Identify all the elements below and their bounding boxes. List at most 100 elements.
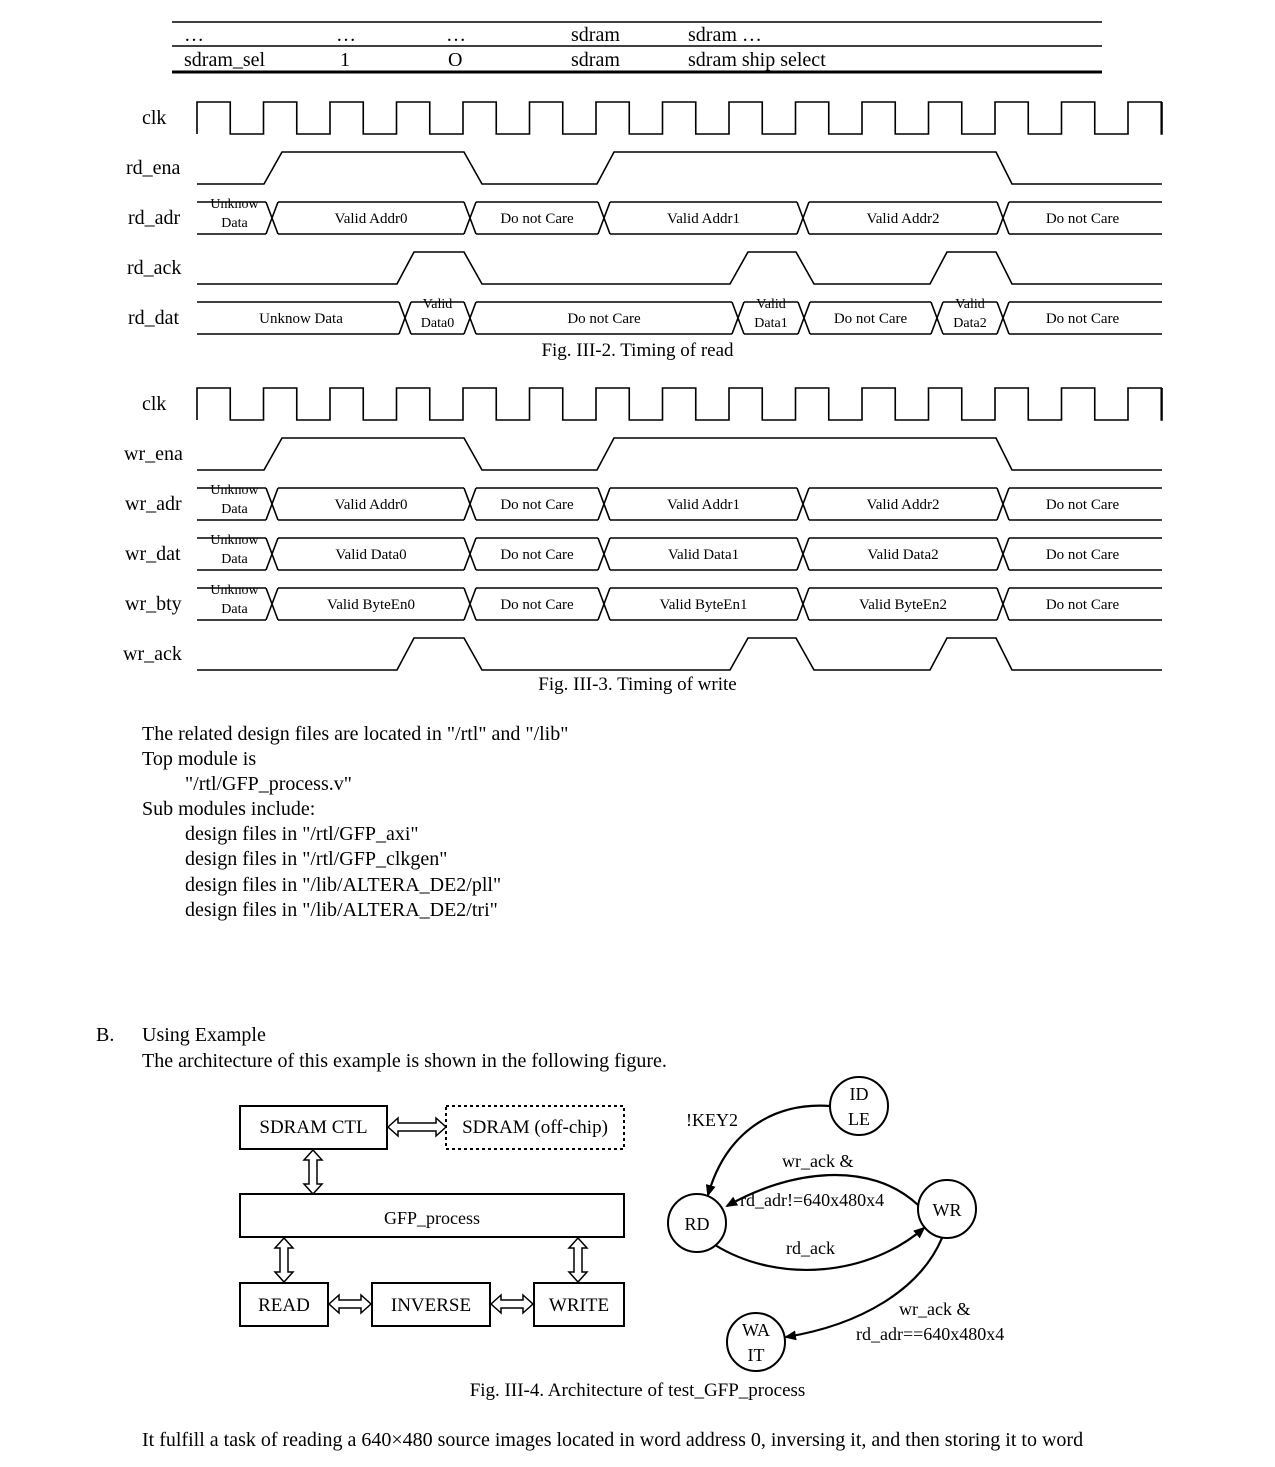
transition-label: wr_ack &: [899, 1299, 971, 1319]
state-wait-label: WA: [742, 1320, 770, 1340]
transition-label: rd_adr==640x480x4: [856, 1324, 1005, 1344]
bus-label: Data: [221, 552, 248, 567]
bus-label: Valid: [423, 297, 453, 312]
bus-label: Unknow: [210, 197, 259, 212]
signal-waveform: [197, 251, 1162, 285]
bus-label: Valid Data0: [335, 547, 406, 563]
bus-segment: [943, 301, 997, 335]
signal-name: wr_adr: [125, 493, 182, 515]
bus-crossover: [398, 301, 412, 335]
bus-crossover: [463, 537, 477, 571]
bus-label: Valid Data2: [867, 547, 938, 563]
signal-name: wr_bty: [125, 593, 182, 615]
bus-crossover: [597, 487, 611, 521]
bus-label: Valid Data1: [668, 547, 739, 563]
bus-label: Valid ByteEn0: [327, 597, 415, 613]
bus-label: Unknow: [210, 583, 259, 598]
bus-crossover: [265, 487, 279, 521]
body-text: design files in "/rtl/GFP_axi": [185, 823, 419, 845]
bus-segment: [476, 537, 598, 571]
bus-label: Valid Addr0: [335, 211, 408, 227]
bus-label: Unknow: [210, 533, 259, 548]
bus-crossover: [463, 487, 477, 521]
bus-segment: [278, 201, 464, 235]
bus-segment: [278, 587, 464, 621]
table-cell: 1: [340, 49, 350, 71]
bus-segment: [197, 587, 266, 621]
state-wait-label: IT: [747, 1345, 765, 1365]
bus-crossover: [796, 587, 810, 621]
body-text: design files in "/lib/ALTERA_DE2/pll": [185, 874, 502, 896]
gfp-label: GFP_process: [383, 1208, 480, 1228]
bus-crossover: [996, 487, 1010, 521]
bus-label: Valid Addr1: [667, 211, 740, 227]
bus-segment: [1009, 201, 1162, 235]
table-cell: …: [184, 24, 204, 46]
bus-label: Data: [221, 216, 248, 231]
bus-label: Do not Care: [834, 311, 908, 327]
body-text: It fulfill a task of reading a 640×480 s…: [142, 1429, 1084, 1451]
section-title: Using Example: [142, 1024, 266, 1046]
figure-caption: Fig. III-2. Timing of read: [541, 340, 734, 361]
bus-crossover: [265, 587, 279, 621]
bus-label: Valid ByteEn1: [660, 597, 748, 613]
bus-crossover: [463, 201, 477, 235]
bus-crossover: [996, 301, 1010, 335]
signal-name: wr_ena: [124, 443, 183, 465]
body-text: design files in "/rtl/GFP_clkgen": [185, 848, 448, 870]
bus-label: Do not Care: [1046, 211, 1120, 227]
table-cell: sdram_sel: [184, 49, 266, 71]
table-cell: sdram …: [688, 24, 762, 46]
bus-segment: [197, 301, 399, 335]
inverse-label: INVERSE: [390, 1295, 472, 1316]
sdram-label: SDRAM (off-chip): [462, 1117, 608, 1138]
table-cell: …: [336, 24, 356, 46]
table-cell: sdram: [571, 49, 620, 71]
bus-segment: [476, 587, 598, 621]
signal-name: clk: [142, 393, 167, 415]
body-text: design files in "/lib/ALTERA_DE2/tri": [185, 899, 498, 921]
bus-crossover: [597, 587, 611, 621]
bus-label: Valid: [756, 297, 786, 312]
transition-label: !KEY2: [686, 1110, 738, 1130]
figure-caption: Fig. III-3. Timing of write: [538, 674, 737, 695]
bus-segment: [476, 301, 732, 335]
state-rd-label: RD: [684, 1214, 710, 1234]
signal-name: wr_ack: [123, 643, 182, 665]
bus-label: Do not Care: [1046, 547, 1120, 563]
bus-label: Do not Care: [500, 497, 574, 513]
body-text: The architecture of this example is show…: [142, 1050, 667, 1072]
bus-segment: [810, 301, 931, 335]
bus-label: Do not Care: [500, 597, 574, 613]
bus-segment: [1009, 537, 1162, 571]
signal-name: clk: [142, 107, 167, 129]
bus-segment: [197, 537, 266, 571]
bus-crossover: [996, 201, 1010, 235]
bus-segment: [411, 301, 464, 335]
bus-segment: [278, 537, 464, 571]
bus-label: Data: [221, 502, 248, 517]
table-cell: sdram: [571, 24, 620, 46]
bus-label: Valid Addr1: [667, 497, 740, 513]
signal-waveform: [197, 637, 1162, 671]
bus-segment: [809, 201, 997, 235]
clock-waveform: [196, 387, 1163, 421]
bus-label: Valid Addr2: [867, 211, 940, 227]
table-cell: sdram ship select: [688, 49, 826, 71]
signal-name: rd_ena: [126, 157, 181, 179]
bus-label: Do not Care: [1046, 311, 1120, 327]
bus-segment: [278, 487, 464, 521]
body-text: Sub modules include:: [142, 798, 316, 820]
bus-segment: [809, 537, 997, 571]
bus-label: Data1: [754, 316, 787, 331]
body-text: The related design files are located in …: [142, 723, 569, 745]
bus-segment: [476, 201, 598, 235]
body-text: "/rtl/GFP_process.v": [185, 773, 352, 795]
bus-label: Valid: [955, 297, 985, 312]
bus-segment: [610, 537, 797, 571]
sdram-ctl-label: SDRAM CTL: [259, 1117, 368, 1138]
bus-segment: [809, 587, 997, 621]
bus-segment: [476, 487, 598, 521]
bus-segment: [197, 201, 266, 235]
